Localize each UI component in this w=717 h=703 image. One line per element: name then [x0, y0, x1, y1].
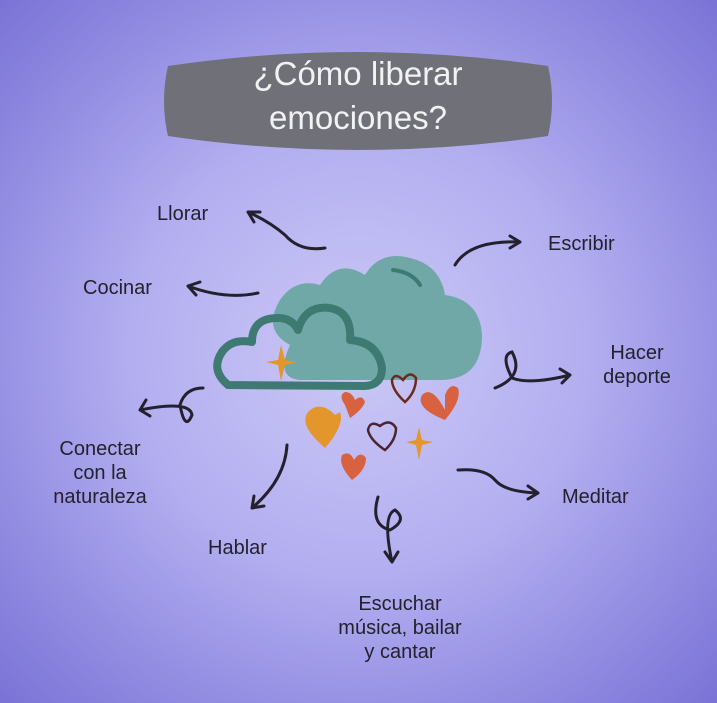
sparkle-icon: [266, 345, 433, 460]
label-line: Conectar: [59, 438, 141, 460]
label-line: y cantar: [364, 641, 436, 663]
label-conectar-naturaleza: Conectar con la naturaleza: [38, 437, 162, 509]
page-title: ¿Cómo liberar emociones?: [160, 52, 556, 140]
label-escuchar-musica: Escuchar música, bailar y cantar: [330, 592, 470, 664]
filled-cloud-icon: [272, 256, 482, 380]
label-line: Hacer: [610, 342, 664, 364]
label-hacer-deporte: Hacer deporte: [588, 341, 686, 389]
label-line: deporte: [603, 366, 671, 388]
label-line: naturaleza: [53, 486, 147, 508]
hearts-icon: [305, 373, 459, 480]
label-llorar: Llorar: [157, 203, 209, 225]
label-cocinar: Cocinar: [83, 277, 152, 299]
arrows: [138, 210, 572, 564]
title-line-2: emociones?: [269, 99, 447, 136]
label-hablar: Hablar: [208, 537, 267, 559]
label-line: Escuchar: [358, 593, 442, 615]
label-meditar: Meditar: [562, 486, 629, 508]
label-escribir: Escribir: [548, 233, 615, 255]
title-banner: [164, 52, 552, 150]
outline-cloud-icon: [213, 303, 386, 390]
title-line-1: ¿Cómo liberar: [253, 55, 463, 92]
label-line: con la: [73, 462, 127, 484]
label-line: música, bailar: [338, 617, 462, 639]
